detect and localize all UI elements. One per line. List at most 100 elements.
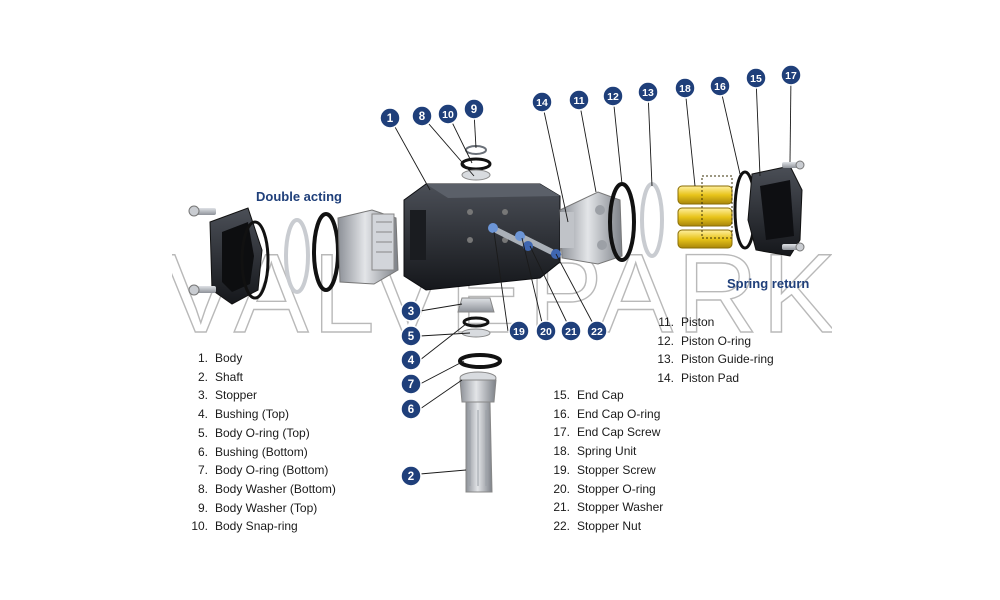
legend-number: 13. [657, 352, 674, 367]
leader-lines [389, 74, 792, 475]
callout-circle [586, 320, 608, 342]
callout-number: 16 [714, 81, 726, 93]
callout-circle [780, 64, 802, 86]
callout-16: 16 [709, 75, 731, 97]
legend-row: 2.Shaft [186, 368, 336, 387]
legend-row: 17. End Cap Screw [548, 423, 663, 442]
callout-number: 22 [591, 326, 603, 338]
callout-18: 18 [674, 77, 696, 99]
callout-circle [400, 373, 422, 395]
callout-circle [568, 89, 590, 111]
callout-number: 15 [750, 73, 762, 85]
callout-15: 15 [745, 67, 767, 89]
callout-number: 10 [442, 109, 454, 121]
legend-number: 12. [657, 333, 674, 348]
right-piston [559, 191, 623, 265]
legend-label: Stopper Screw [577, 462, 656, 477]
left-piston [337, 209, 399, 285]
legend-label: Body Snap-ring [215, 519, 298, 534]
legend-number: 18. [553, 444, 570, 459]
legend-row: 18.Spring Unit [548, 442, 663, 461]
callout-number: 7 [408, 379, 414, 391]
callout-circle [560, 320, 582, 342]
callout-17: 17 [780, 64, 802, 86]
callout-number: 1 [387, 113, 394, 125]
callout-circle [400, 300, 422, 322]
callout-number: 8 [419, 111, 426, 123]
callout-number: 4 [408, 355, 415, 367]
callout-number: 6 [408, 404, 414, 416]
legend-row: 3. Stopper [186, 386, 336, 405]
legend-number: 2. [197, 369, 208, 384]
callout-circle [637, 81, 659, 103]
legend-row: 19.Stopper Screw [548, 461, 663, 480]
legend-label: Body O-ring (Top) [215, 425, 310, 440]
legend-number: 1. [197, 351, 208, 365]
legend-label: Body Washer (Bottom) [215, 481, 336, 496]
left-rings [284, 212, 340, 294]
legend-label: Stopper [215, 388, 258, 403]
stopper-screws [488, 223, 561, 259]
callout-4: 4 [400, 349, 422, 371]
callout-number: 17 [785, 70, 797, 82]
legend-number: 17. [553, 425, 570, 440]
legend-number: 20. [553, 481, 570, 496]
callout-6: 6 [400, 398, 422, 420]
legend-label: End Cap O-ring [577, 406, 661, 421]
callout-19: 19 [508, 320, 530, 342]
legend-row: 11.Piston [652, 313, 774, 332]
legend-label: End Cap Screw [577, 425, 661, 440]
legend-label: Stopper O-ring [577, 481, 656, 496]
callout-5: 5 [400, 325, 422, 347]
callout-14: 14 [531, 91, 553, 113]
callout-13: 13 [637, 81, 659, 103]
callout-9: 9 [463, 98, 485, 120]
callout-number: 20 [540, 326, 552, 338]
legend-number: 6. [197, 444, 208, 459]
legend-label: Bushing (Top) [215, 407, 290, 422]
callout-circle [674, 77, 696, 99]
callout-circle [437, 103, 459, 125]
legend-row: 8. Body Washer (Bottom) [186, 480, 336, 499]
legend-label: Body O-ring (Bottom) [215, 463, 329, 478]
legend-number: 8. [197, 481, 208, 496]
callout-2: 2 [400, 465, 422, 487]
legend-row: 10. Body Snap-ring [186, 517, 336, 536]
callout-number: 9 [471, 104, 477, 116]
legend-label: Stopper Nut [577, 518, 642, 533]
callout-circle [400, 349, 422, 371]
legend-number: 22. [553, 518, 570, 533]
legend-number: 10. [191, 519, 208, 534]
legend-number: 11. [658, 315, 674, 329]
legend-number: 16. [553, 406, 570, 421]
callout-7: 7 [400, 373, 422, 395]
callout-8: 8 [411, 105, 433, 127]
legend-label: Piston Guide-ring [681, 352, 774, 367]
legend-row: 12.Piston O-ring [652, 332, 774, 351]
callout-number: 19 [513, 326, 525, 338]
legend-row: 16. End Cap O-ring [548, 405, 663, 424]
left-end-cap [188, 205, 270, 305]
callout-circle [709, 75, 731, 97]
callout-20: 20 [535, 320, 557, 342]
callout-circle [535, 320, 557, 342]
legend-label: Stopper Washer [577, 500, 664, 515]
callout-number: 5 [408, 331, 415, 343]
legend-number: 3. [197, 388, 208, 403]
legend-number: 9. [197, 500, 208, 515]
legend-number: 21. [553, 500, 570, 515]
callout-3: 3 [400, 300, 422, 322]
callout-circle [411, 105, 433, 127]
callout-22: 22 [586, 320, 608, 342]
callout-number: 21 [565, 326, 577, 338]
legend-row: 20. Stopper O-ring [548, 480, 663, 499]
legend-row: 15.End Cap [548, 386, 663, 405]
right-end-cap [733, 160, 805, 257]
heading-spring-return: Spring return [727, 276, 810, 291]
callout-circle [400, 398, 422, 420]
legend-number: 15. [553, 388, 570, 402]
actuator-body [403, 183, 561, 291]
callout-number: 2 [408, 471, 414, 483]
